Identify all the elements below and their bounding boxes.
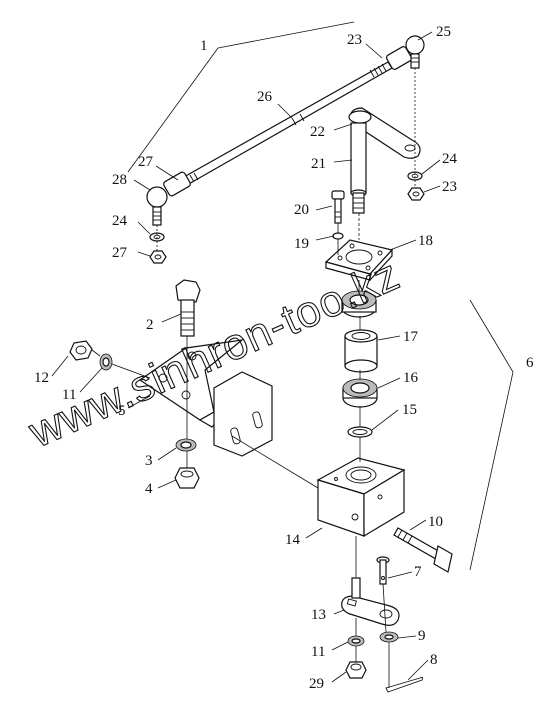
- flange-plate: [324, 239, 394, 282]
- callout-15: 15: [402, 402, 417, 418]
- callout-leaders: [51, 21, 514, 683]
- bearing-lower: [342, 378, 378, 408]
- callout-22: 22: [310, 124, 325, 140]
- callout-3: 3: [145, 453, 153, 469]
- shaft: [350, 122, 367, 194]
- bolt-10: [393, 527, 453, 573]
- callout-2: 2: [146, 317, 154, 333]
- retaining-ring: [347, 426, 373, 438]
- ball-joint-right: [385, 35, 425, 70]
- callout-23: 23: [347, 32, 362, 48]
- nut-29: [345, 661, 367, 679]
- clevis-pin: [376, 556, 390, 585]
- nut-4: [174, 467, 200, 489]
- callout-24: 24: [112, 213, 128, 229]
- callout-16: 16: [403, 370, 419, 386]
- callout-17: 17: [403, 329, 419, 345]
- callout-4: 4: [145, 481, 153, 497]
- bushing: [344, 329, 378, 373]
- callout-27: 27: [138, 154, 154, 170]
- ball-joint-left: [146, 171, 191, 226]
- callout-12: 12: [34, 370, 49, 386]
- callout-9: 9: [418, 628, 426, 644]
- callout-5: 5: [118, 403, 126, 419]
- housing-block: [316, 457, 406, 538]
- callout-19: 19: [294, 236, 309, 252]
- callout-14: 14: [285, 532, 301, 548]
- bolt-20: [331, 190, 345, 224]
- callout-28: 28: [112, 172, 127, 188]
- assembly-centerlines: [91, 213, 390, 688]
- callout-6: 6: [526, 355, 534, 371]
- callout-11: 11: [62, 387, 76, 403]
- washer-19: [332, 232, 344, 240]
- callout-20: 20: [294, 202, 309, 218]
- lever-shaft-assembly: [348, 68, 425, 214]
- cotter-pin: [385, 676, 424, 693]
- callout-26: 26: [257, 89, 273, 105]
- rod-thread-right: [369, 63, 387, 78]
- callout-1: 1: [200, 38, 208, 54]
- lower-lever: [341, 577, 400, 626]
- mounting-bracket: [138, 339, 273, 457]
- callout-18: 18: [418, 233, 433, 249]
- nut-12: [69, 340, 93, 361]
- callout-8: 8: [430, 652, 438, 668]
- tie-rod-assembly: [146, 35, 425, 264]
- callout-21: 21: [311, 156, 326, 172]
- nut-right: [407, 187, 425, 201]
- callout-10: 10: [428, 514, 443, 530]
- callout-7: 7: [414, 564, 422, 580]
- callout-labels: 1 23 25 26 22 27 28 21 24 23 20 24 19 18…: [34, 24, 534, 692]
- bearing-upper: [341, 290, 377, 318]
- callout-25: 25: [436, 24, 451, 40]
- callout-24: 24: [442, 151, 458, 167]
- callout-23: 23: [442, 179, 457, 195]
- callout-27: 27: [112, 245, 128, 261]
- callout-13: 13: [311, 607, 326, 623]
- nut-left: [149, 250, 167, 264]
- bolt-2: [175, 279, 201, 337]
- callout-11: 11: [311, 644, 325, 660]
- callout-29: 29: [309, 676, 324, 692]
